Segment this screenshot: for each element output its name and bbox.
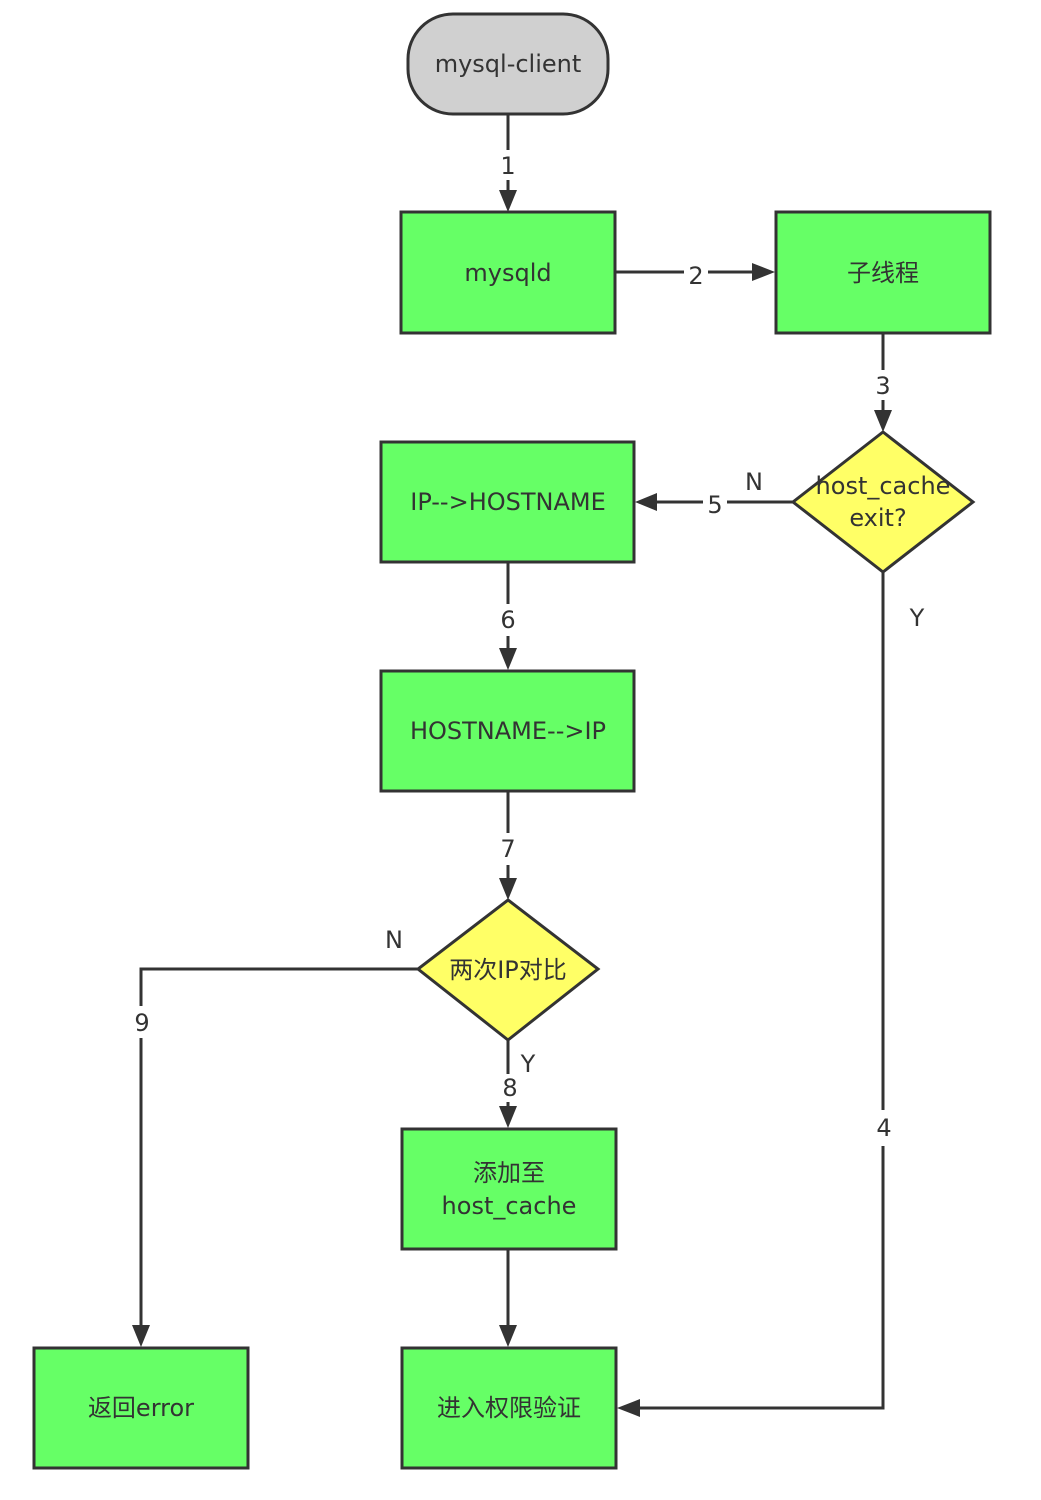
arrowhead	[499, 190, 517, 212]
node-add-host-cache-line1: 添加至	[473, 1159, 545, 1187]
edge-label-7: 7	[500, 835, 515, 863]
edge-cache-yes	[640, 572, 885, 1410]
node-ip-to-hostname: IP-->HOSTNAME	[379, 440, 636, 564]
edge-compare-no	[139, 967, 418, 1325]
arrowhead	[132, 1325, 150, 1347]
arrowhead	[499, 1325, 517, 1347]
arrowhead	[499, 878, 517, 900]
arrowhead	[499, 1106, 517, 1128]
node-add-host-cache: 添加至 host_cache	[400, 1127, 618, 1251]
node-mysqld-label: mysqld	[464, 259, 551, 287]
edge-label-9: 9	[134, 1009, 149, 1037]
edge-label-6: 6	[500, 606, 515, 634]
node-mysqld: mysqld	[399, 210, 617, 335]
edge-label-1: 1	[500, 152, 515, 180]
edge-label-cache-no: N	[745, 468, 763, 496]
edge-label-compare-yes: Y	[520, 1050, 536, 1078]
edge-label-cache-yes: Y	[909, 604, 925, 632]
edge-label-3: 3	[875, 372, 890, 400]
edge-label-2: 2	[688, 262, 703, 290]
arrowhead	[874, 410, 892, 432]
arrowhead	[617, 1399, 640, 1417]
node-enter-auth-label: 进入权限验证	[437, 1394, 581, 1422]
arrowhead	[499, 648, 517, 670]
arrowhead	[635, 493, 657, 511]
node-host-cache-check: host_cache exit?	[790, 430, 976, 574]
arrowhead	[752, 263, 775, 281]
node-child-thread-label: 子线程	[847, 259, 919, 287]
node-host-cache-check-line1: host_cache	[816, 472, 951, 500]
node-mysql-client-label: mysql-client	[435, 50, 582, 78]
node-hostname-to-ip: HOSTNAME-->IP	[379, 669, 636, 793]
node-child-thread: 子线程	[774, 210, 992, 335]
node-ip-compare-label: 两次IP对比	[449, 956, 567, 984]
node-ip-to-hostname-label: IP-->HOSTNAME	[410, 488, 606, 516]
edge-label-4: 4	[876, 1114, 891, 1142]
node-mysql-client: mysql-client	[406, 12, 610, 116]
edge-label-compare-no: N	[385, 926, 403, 954]
edge-label-8: 8	[502, 1074, 517, 1102]
node-enter-auth: 进入权限验证	[400, 1346, 618, 1470]
node-host-cache-check-line2: exit?	[849, 504, 906, 532]
node-add-host-cache-line2: host_cache	[442, 1192, 577, 1220]
node-return-error: 返回error	[32, 1346, 250, 1470]
node-return-error-label: 返回error	[88, 1394, 194, 1422]
edge-label-5: 5	[707, 491, 722, 519]
node-ip-compare: 两次IP对比	[415, 898, 601, 1042]
node-hostname-to-ip-label: HOSTNAME-->IP	[410, 717, 606, 745]
